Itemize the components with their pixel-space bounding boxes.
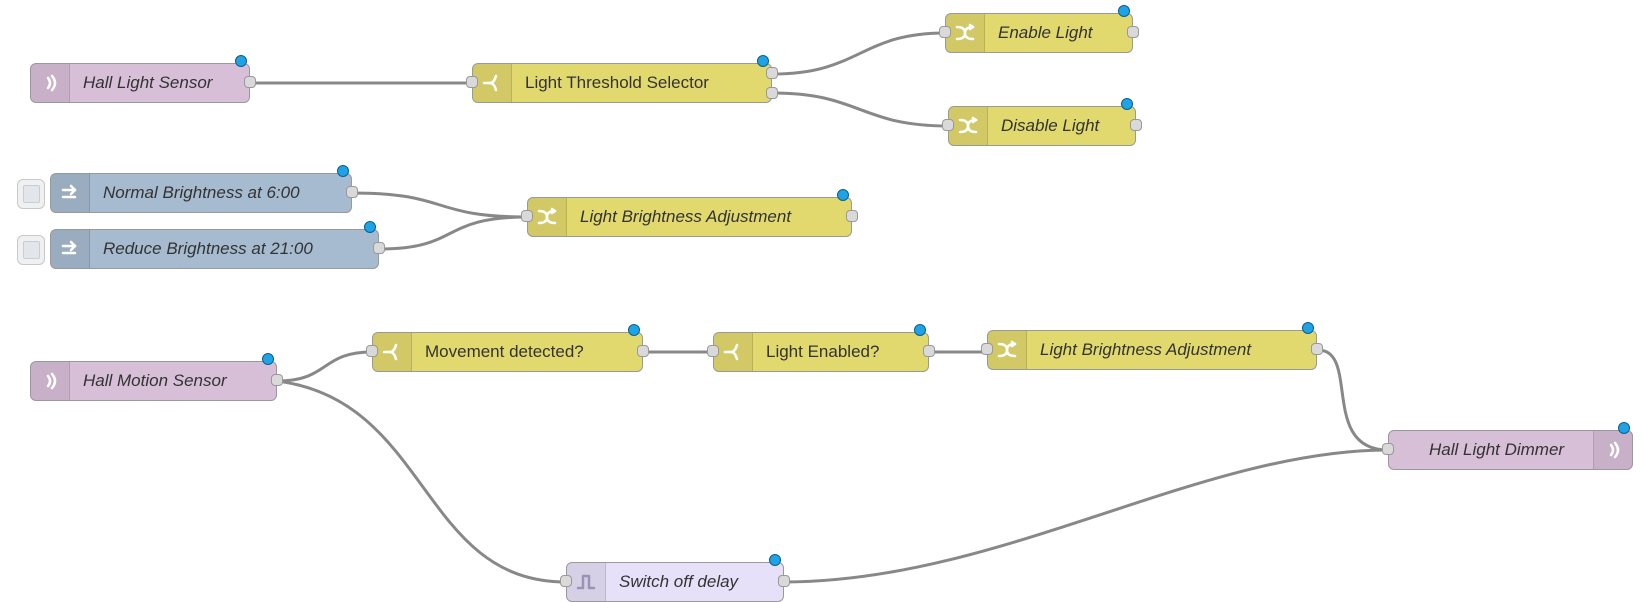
- input-port[interactable]: [521, 210, 533, 222]
- wire-threshold-to-enable: [772, 31, 946, 76]
- node-hall-light-dimmer[interactable]: Hall Light Dimmer: [1382, 422, 1633, 470]
- wire-normal-to-adjust: [352, 191, 528, 219]
- status-dot: [837, 189, 849, 201]
- node-label: Enable Light: [998, 23, 1093, 42]
- node-hall-light-sensor[interactable]: Hall Light Sensor: [30, 55, 256, 103]
- input-port[interactable]: [366, 345, 378, 357]
- node-light-enabled[interactable]: Light Enabled?: [707, 324, 935, 372]
- output-port[interactable]: [1127, 26, 1139, 38]
- arrow-in-icon: [51, 230, 90, 268]
- node-movement-detected[interactable]: Movement detected?: [366, 324, 649, 372]
- node-hall-motion-sensor[interactable]: Hall Motion Sensor: [30, 353, 283, 401]
- shuffle-icon: [988, 331, 1027, 369]
- node-switch-off-delay[interactable]: Switch off delay: [560, 554, 790, 602]
- trigger-icon: [567, 563, 606, 601]
- node-label: Reduce Brightness at 21:00: [103, 239, 313, 258]
- input-port[interactable]: [942, 119, 954, 131]
- bridge-icon: [1593, 431, 1632, 469]
- status-dot: [235, 55, 247, 67]
- output-port[interactable]: [637, 345, 649, 357]
- output-port-2[interactable]: [766, 87, 778, 99]
- output-port[interactable]: [923, 345, 935, 357]
- bridge-icon: [31, 362, 70, 400]
- output-port[interactable]: [373, 242, 385, 254]
- input-port[interactable]: [981, 343, 993, 355]
- status-dot: [337, 165, 349, 177]
- wire-motion-to-movement: [276, 350, 373, 383]
- node-label: Normal Brightness at 6:00: [103, 183, 300, 202]
- node-light-brightness-adjustment-2[interactable]: Light Brightness Adjustment: [981, 322, 1323, 370]
- output-port[interactable]: [778, 575, 790, 587]
- node-label: Movement detected?: [425, 342, 584, 361]
- input-port[interactable]: [466, 76, 478, 88]
- status-dot: [1618, 422, 1630, 434]
- status-dot: [1302, 322, 1314, 334]
- inject-button[interactable]: [17, 235, 45, 265]
- output-port[interactable]: [244, 76, 256, 88]
- node-label: Light Enabled?: [766, 342, 880, 361]
- node-reduce-brightness-inject[interactable]: Reduce Brightness at 21:00: [17, 221, 385, 269]
- status-dot: [769, 554, 781, 566]
- switch-icon: [373, 333, 412, 371]
- shuffle-icon: [949, 107, 988, 145]
- input-port[interactable]: [1382, 443, 1394, 455]
- output-port[interactable]: [346, 186, 358, 198]
- output-port[interactable]: [846, 210, 858, 222]
- wire-delay-to-dimmer: [783, 448, 1389, 584]
- status-dot: [1118, 5, 1130, 17]
- input-port[interactable]: [707, 345, 719, 357]
- wire-motion-to-delay: [276, 379, 567, 584]
- inject-button[interactable]: [17, 179, 45, 209]
- shuffle-icon: [946, 14, 985, 52]
- status-dot: [914, 324, 926, 336]
- arrow-in-icon: [51, 174, 90, 212]
- output-port[interactable]: [1130, 119, 1142, 131]
- wire-adjust2-to-dimmer: [1317, 348, 1389, 452]
- switch-icon: [714, 333, 753, 371]
- status-dot: [1121, 98, 1133, 110]
- status-dot: [757, 55, 769, 67]
- status-dot: [364, 221, 376, 233]
- input-port[interactable]: [939, 26, 951, 38]
- node-label: Light Threshold Selector: [525, 73, 709, 92]
- node-label: Hall Motion Sensor: [83, 371, 227, 390]
- switch-icon: [473, 64, 512, 102]
- node-light-brightness-adjustment-1[interactable]: Light Brightness Adjustment: [521, 189, 858, 237]
- node-label: Hall Light Sensor: [83, 73, 213, 92]
- bridge-icon: [31, 64, 70, 102]
- node-label: Light Brightness Adjustment: [580, 207, 792, 226]
- node-light-threshold-selector[interactable]: Light Threshold Selector: [466, 55, 778, 103]
- node-label: Light Brightness Adjustment: [1040, 340, 1252, 359]
- node-label: Switch off delay: [619, 572, 739, 591]
- output-port[interactable]: [1311, 343, 1323, 355]
- node-disable-light[interactable]: Disable Light: [942, 98, 1142, 146]
- shuffle-icon: [528, 198, 567, 236]
- status-dot: [628, 324, 640, 336]
- input-port[interactable]: [560, 575, 572, 587]
- node-enable-light[interactable]: Enable Light: [939, 5, 1139, 53]
- status-dot: [262, 353, 274, 365]
- node-normal-brightness-inject[interactable]: Normal Brightness at 6:00: [17, 165, 358, 213]
- wire-reduce-to-adjust: [379, 215, 528, 251]
- node-label: Hall Light Dimmer: [1429, 440, 1565, 459]
- node-label: Disable Light: [1001, 116, 1100, 135]
- output-port[interactable]: [271, 374, 283, 386]
- output-port-1[interactable]: [766, 67, 778, 79]
- wire-threshold-to-disable: [772, 91, 949, 128]
